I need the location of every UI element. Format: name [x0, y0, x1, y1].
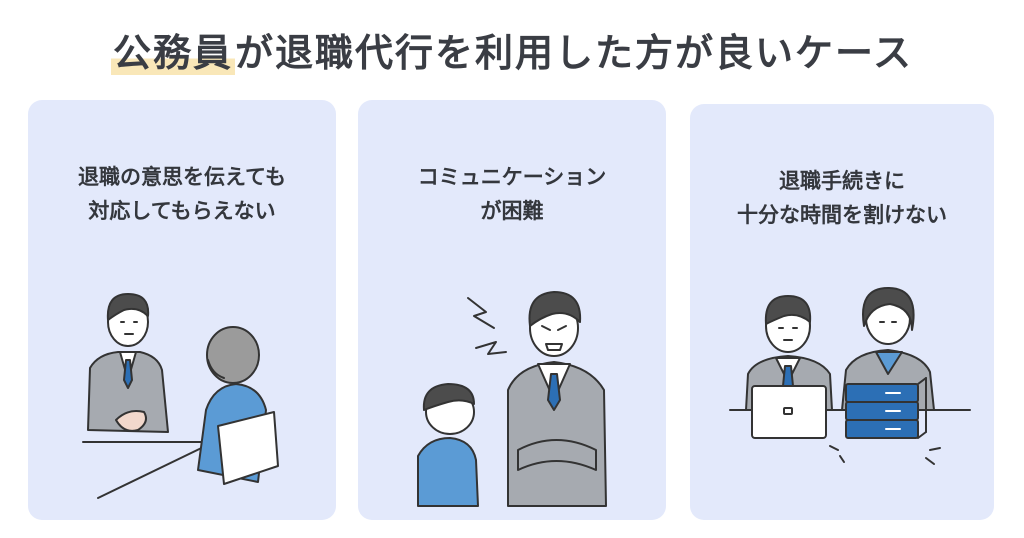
page-title: 公務員が退職代行を利用した方が良いケース — [0, 22, 1024, 77]
meeting-illustration — [82, 293, 279, 499]
title-highlight: 公務員 — [110, 31, 235, 75]
case-card-text: 退職の意思を伝えても 対応してもらえない — [28, 160, 336, 228]
case-card-unresponsive: 退職の意思を伝えても 対応してもらえない — [28, 100, 336, 520]
case-card-communication: コミュニケーション が困難 — [358, 100, 666, 520]
case-card-line1: コミュニケーション — [417, 165, 607, 189]
title-rest: が退職代行を利用した方が良いケース — [234, 31, 914, 75]
case-card-line1: 退職の意思を伝えても — [78, 165, 286, 189]
busy-office-illustration — [729, 287, 971, 465]
case-card-text: コミュニケーション が困難 — [358, 160, 666, 228]
case-card-line1: 退職手続きに — [779, 169, 905, 193]
case-card-line2: 十分な時間を割けない — [737, 203, 947, 227]
angry-boss-illustration — [417, 291, 607, 507]
case-card-line2: が困難 — [480, 199, 544, 223]
case-card-no-time: 退職手続きに 十分な時間を割けない — [690, 104, 994, 520]
case-card-line2: 対応してもらえない — [88, 199, 276, 223]
case-card-text: 退職手続きに 十分な時間を割けない — [690, 164, 994, 232]
